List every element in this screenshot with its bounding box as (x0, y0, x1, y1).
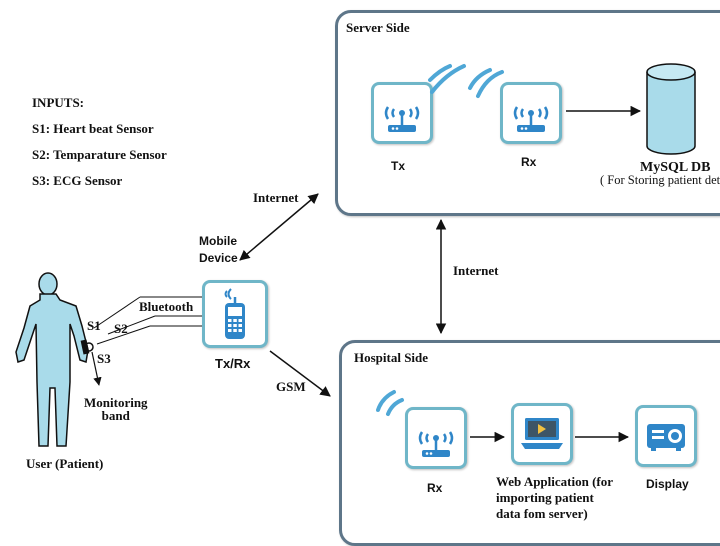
sensor-s3-label: S3 (97, 351, 111, 366)
sensor-s2-label: S2 (114, 321, 128, 336)
mobile-phone-icon (202, 280, 268, 348)
mobile-device-label-line1: Mobile (199, 234, 237, 248)
bluetooth-line-s1 (93, 296, 141, 329)
web-application-laptop-icon (511, 403, 573, 465)
hospital-rx-label: Rx (427, 481, 443, 495)
arrow-mobile-server-internet (239, 193, 319, 261)
hospital-side-title: Hospital Side (354, 350, 429, 365)
input-item-s1: S1: Heart beat Sensor (32, 121, 154, 136)
display-projector-icon (635, 405, 697, 467)
monitoring-band-label-line1: Monitoring (84, 395, 148, 410)
mysql-db-label: MySQL DB (640, 160, 711, 175)
bluetooth-line-s2 (107, 315, 156, 335)
hospital-wireless-waves-icon (376, 390, 404, 416)
display-label: Display (646, 477, 689, 491)
mobile-device-label: Mobile Device (199, 233, 238, 267)
server-side-title: Server Side (346, 20, 410, 35)
input-item-s3: S3: ECG Sensor (32, 173, 123, 188)
web-application-label-line1: Web Application (for (496, 474, 614, 489)
sensor-band-marker (84, 342, 94, 352)
hospital-rx-router-icon (405, 407, 467, 469)
connectors-overlay (91, 64, 642, 443)
web-application-label: Web Application (for importing patient d… (496, 474, 613, 522)
mobile-device-label-line2: Device (199, 251, 238, 265)
server-tx-router-icon (371, 82, 433, 144)
server-rx-label: Rx (521, 155, 537, 169)
server-rx-router-icon (500, 82, 562, 144)
mysql-db-note: ( For Storing patient details) (600, 173, 720, 187)
input-item-s2: S2: Temparature Sensor (32, 147, 167, 162)
gsm-label: GSM (276, 379, 306, 394)
server-wireless-waves-icon (428, 64, 504, 98)
server-tx-label: Tx (391, 159, 406, 173)
bluetooth-line-s3 (96, 325, 151, 345)
sensor-s1-label: S1 (87, 318, 101, 333)
bluetooth-label: Bluetooth (139, 299, 194, 314)
txrx-label: Tx/Rx (215, 356, 251, 371)
inputs-title: INPUTS: (32, 95, 85, 110)
internet-middle-label: Internet (453, 263, 499, 278)
user-patient-label: User (Patient) (26, 456, 104, 471)
arrow-mobile-hospital-gsm (269, 350, 331, 397)
database-icon (646, 63, 696, 155)
monitoring-band-pointer (91, 351, 102, 386)
monitoring-band-label-line2: band (101, 408, 130, 423)
web-application-label-line3: data fom server) (496, 506, 588, 521)
monitoring-band-label: Monitoring band (84, 396, 148, 422)
web-application-label-line2: importing patient (496, 490, 594, 505)
inputs-legend: INPUTS: S1: Heart beat Sensor S2: Tempar… (32, 90, 167, 194)
